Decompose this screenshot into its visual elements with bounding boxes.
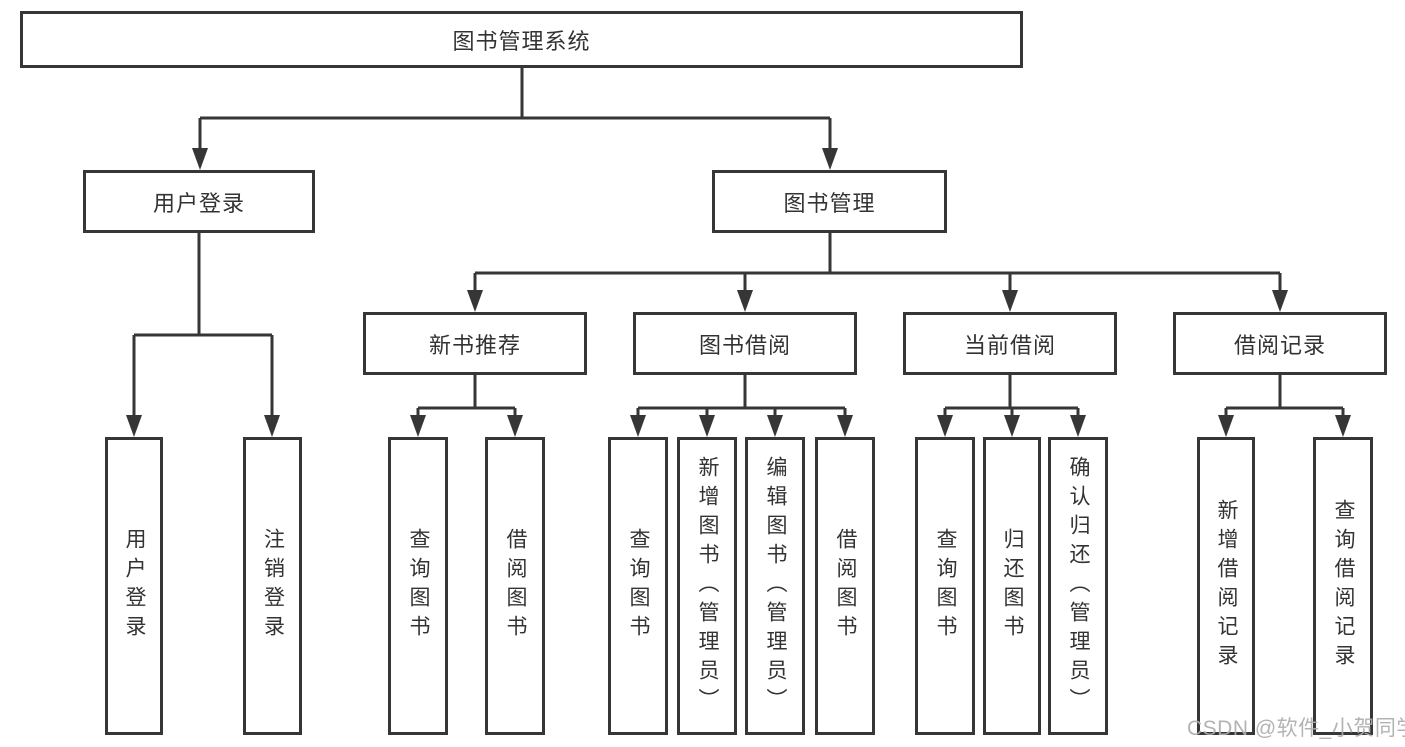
connector-root-to-level2 <box>198 68 832 152</box>
arrowheads <box>126 148 1351 437</box>
node-label: 用户登录 <box>152 190 245 216</box>
node-label: 借阅记录 <box>1233 332 1326 358</box>
node-label: 新书推荐 <box>428 332 521 358</box>
node-label: 图书借阅 <box>698 332 791 358</box>
leaf-label: 注销登录 <box>261 528 285 644</box>
node-book-management: 图书管理 <box>712 170 947 233</box>
leaf-records-query-record: 查询借阅记录 <box>1313 437 1373 735</box>
leaf-current-query-books: 查询图书 <box>915 437 975 735</box>
leaf-label: 新增借阅记录 <box>1215 499 1238 673</box>
leaf-label: 查询图书 <box>407 528 430 644</box>
leaf-label: 查询图书 <box>627 528 650 644</box>
node-user-login: 用户登录 <box>83 170 315 233</box>
node-borrow-records: 借阅记录 <box>1173 312 1387 375</box>
leaf-logout-login: 注销登录 <box>243 437 302 735</box>
leaf-newbook-borrow-books: 借阅图书 <box>485 437 545 735</box>
leaf-borrow-add-books-admin: 新增图书（管理员） <box>677 437 737 735</box>
leaf-label: 编辑图书（管理员） <box>764 455 787 717</box>
node-book-borrow: 图书借阅 <box>633 312 857 375</box>
connector-borrow-record-branch <box>1224 375 1345 420</box>
node-library-management-system: 图书管理系统 <box>20 11 1023 68</box>
connector-book-borrow-branch <box>636 375 847 420</box>
leaf-newbook-query-books: 查询图书 <box>388 437 448 735</box>
leaf-label: 借阅图书 <box>504 528 527 644</box>
node-new-book-recommend: 新书推荐 <box>363 312 587 375</box>
leaf-records-add-record: 新增借阅记录 <box>1197 437 1255 735</box>
connector-user-login-branch <box>132 233 274 418</box>
node-current-borrow: 当前借阅 <box>903 312 1117 375</box>
node-label: 当前借阅 <box>963 332 1056 358</box>
leaf-label: 新增图书（管理员） <box>696 455 719 717</box>
leaf-current-return-books: 归还图书 <box>983 437 1041 735</box>
leaf-current-confirm-return-admin: 确认归还（管理员） <box>1048 437 1108 735</box>
leaf-borrow-edit-books-admin: 编辑图书（管理员） <box>745 437 805 735</box>
node-label: 图书管理 <box>783 190 876 216</box>
csdn-watermark: CSDN @软件_小贺同学 <box>1187 717 1405 740</box>
leaf-label: 查询借阅记录 <box>1332 499 1355 673</box>
leaf-label: 用户登录 <box>123 528 146 644</box>
connector-new-book-branch <box>416 375 517 420</box>
leaf-label: 归还图书 <box>1001 528 1024 644</box>
leaf-user-login: 用户登录 <box>105 437 163 735</box>
node-label: 图书管理系统 <box>452 28 591 54</box>
connector-current-borrow-branch <box>943 375 1080 420</box>
leaf-borrow-borrow-books: 借阅图书 <box>815 437 875 735</box>
leaf-label: 借阅图书 <box>834 528 857 644</box>
leaf-label: 查询图书 <box>934 528 957 644</box>
connector-book-management-branch <box>473 233 1282 294</box>
leaf-label: 确认归还（管理员） <box>1067 455 1090 717</box>
leaf-borrow-query-books: 查询图书 <box>608 437 668 735</box>
